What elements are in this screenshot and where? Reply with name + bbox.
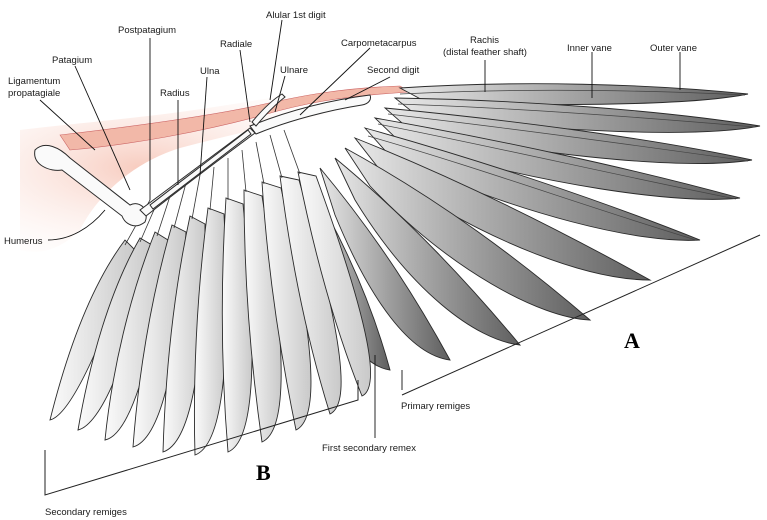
label-primary-remiges: Primary remiges — [401, 401, 470, 412]
label-outer-vane: Outer vane — [650, 43, 697, 54]
label-radiale: Radiale — [220, 39, 252, 50]
quill — [242, 150, 246, 192]
label-ligamentum-1: Ligamentum — [8, 76, 60, 87]
label-rachis-1: Rachis — [470, 35, 499, 46]
label-first-secondary: First secondary remex — [322, 443, 416, 454]
alular-leader — [270, 20, 282, 100]
label-inner-vane: Inner vane — [567, 43, 612, 54]
quill — [270, 135, 282, 178]
marker-a: A — [624, 328, 640, 353]
label-secondary-remiges: Secondary remiges — [45, 507, 127, 518]
label-alular: Alular 1st digit — [266, 10, 326, 21]
label-ulnare: Ulnare — [280, 65, 308, 76]
quill — [210, 167, 214, 210]
label-ligamentum-2: propatagiale — [8, 88, 60, 99]
label-rachis-2: (distal feather shaft) — [443, 47, 527, 58]
label-patagium: Patagium — [52, 55, 92, 66]
label-second-digit: Second digit — [367, 65, 420, 76]
label-postpatagium: Postpatagium — [118, 25, 176, 36]
marker-b: B — [256, 460, 271, 485]
label-ulna: Ulna — [200, 66, 220, 77]
quill — [256, 142, 264, 184]
secondary-feathers — [50, 172, 371, 455]
primary-feathers — [305, 84, 760, 370]
label-carpometacarpus: Carpometacarpus — [341, 38, 417, 49]
label-humerus: Humerus — [4, 236, 43, 247]
label-radius: Radius — [160, 88, 190, 99]
quill — [284, 130, 300, 174]
quill — [192, 175, 200, 219]
